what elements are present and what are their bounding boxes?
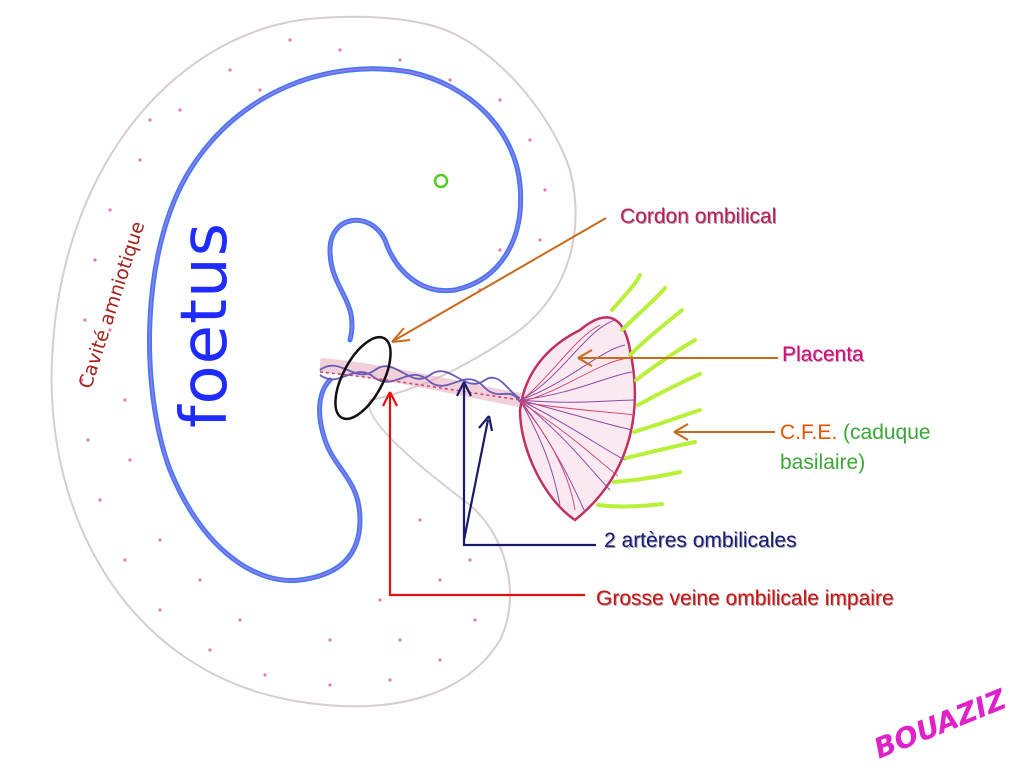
fetus-eye-mark: [433, 173, 449, 189]
amniotic-cavity-outline: [50, 15, 577, 708]
placenta-label: Placenta: [782, 343, 864, 366]
cordon-ombilical-label: Cordon ombilical: [620, 205, 777, 228]
arteres-ombilicales-label: 2 artères ombilicales: [604, 529, 797, 552]
vein-pointer-arrow: [382, 391, 585, 597]
cfe-pointer-arrow: [673, 423, 775, 441]
cfe-abbr: C.F.E.: [780, 421, 838, 444]
decidua-basalis-strands: [596, 273, 702, 509]
placenta-pointer-arrow: [577, 349, 778, 367]
placenta-shape: [518, 316, 637, 522]
cord-highlight-ellipse: [334, 335, 392, 421]
amniotic-fluid-dots: [80, 38, 547, 687]
arteries-pointer-arrows: [456, 381, 596, 547]
cfe-label: C.F.E. (caduque basilaire): [780, 418, 980, 478]
foetus-label: foetus: [168, 221, 242, 429]
cordon-pointer-arrow: [391, 217, 607, 343]
veine-ombilicale-label: Grosse veine ombilicale impaire: [596, 587, 894, 610]
umbilical-cord: [319, 358, 522, 407]
cfe-desc-close: basilaire): [780, 451, 866, 474]
cfe-desc-open: (caduque: [837, 421, 931, 444]
fetus-outline-pink: [148, 68, 522, 582]
